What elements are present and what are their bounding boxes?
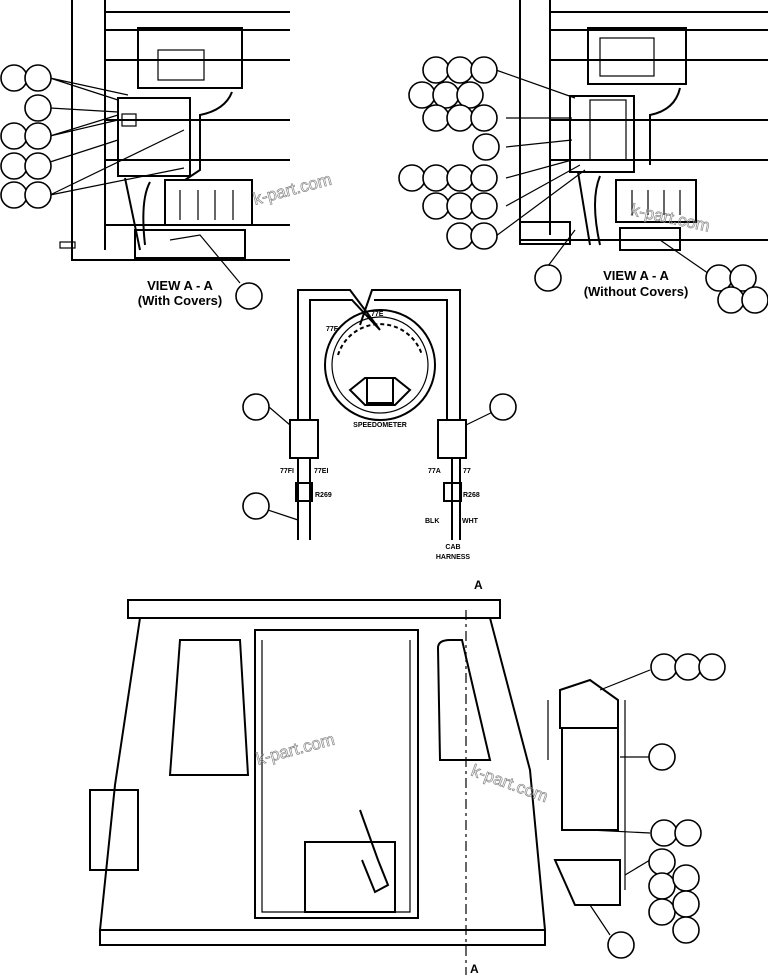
wire-color-wht: WHT — [462, 518, 479, 525]
callout-balloon — [398, 164, 426, 192]
wire-label-77: 77 — [463, 468, 471, 475]
callout-balloon — [470, 222, 498, 250]
view-without-covers-drawing — [519, 0, 768, 251]
callout-balloon — [242, 393, 270, 421]
wire-label-77e: 77E — [371, 311, 384, 318]
callout-balloon — [0, 181, 28, 209]
callout-balloon — [446, 104, 474, 132]
wire-label-77ei: 77EI — [314, 468, 328, 475]
callout-balloon — [456, 81, 484, 109]
callout-balloon — [470, 192, 498, 220]
callout-balloon — [432, 81, 460, 109]
view-without-covers-title: VIEW A - A — [603, 268, 669, 283]
callout-balloon — [672, 890, 700, 918]
callout-balloon — [650, 819, 678, 847]
speedometer-drawing — [289, 289, 467, 540]
callout-balloon — [672, 864, 700, 892]
callout-balloon — [741, 286, 768, 314]
callout-balloon — [607, 931, 635, 959]
callout-balloon — [0, 122, 28, 150]
callout-balloon — [534, 264, 562, 292]
callout-balloon — [422, 164, 450, 192]
callout-balloon — [408, 81, 436, 109]
callout-balloon — [24, 122, 52, 150]
watermark: k-part.com — [629, 200, 711, 235]
callout-balloon — [422, 192, 450, 220]
view-with-covers-subtitle: (With Covers) — [138, 293, 222, 308]
watermark: k-part.com — [254, 730, 336, 769]
view-with-covers-drawing — [59, 0, 290, 261]
callout-balloon — [672, 916, 700, 944]
watermark: k-part.com — [469, 761, 551, 806]
wire-color-blk: BLK — [425, 518, 439, 525]
callout-balloon — [446, 222, 474, 250]
wire-label-77a: 77A — [428, 468, 441, 475]
section-mark-top: A — [474, 578, 483, 592]
callout-balloon — [470, 164, 498, 192]
callout-balloon — [24, 152, 52, 180]
callout-balloon — [24, 64, 52, 92]
harness-label-line2: HARNESS — [436, 554, 471, 561]
callout-balloon — [698, 653, 726, 681]
watermark: k-part.com — [251, 170, 333, 209]
callout-balloons[interactable] — [0, 56, 768, 959]
callout-balloon — [648, 743, 676, 771]
callout-balloon — [242, 492, 270, 520]
callout-balloon — [0, 152, 28, 180]
connector-label-right: R268 — [463, 492, 480, 499]
callout-balloon — [446, 192, 474, 220]
wire-label-77fi: 77FI — [280, 468, 294, 475]
callout-balloon — [422, 56, 450, 84]
callout-balloon — [470, 104, 498, 132]
callout-balloon — [24, 94, 52, 122]
speedometer-label: SPEEDOMETER — [353, 422, 407, 429]
callout-balloon — [717, 286, 745, 314]
callout-balloon — [446, 56, 474, 84]
callout-balloon — [24, 181, 52, 209]
callout-balloon — [650, 653, 678, 681]
callout-balloon — [422, 104, 450, 132]
callout-balloon — [648, 898, 676, 926]
callout-balloon — [674, 653, 702, 681]
harness-label-line1: CAB — [445, 544, 460, 551]
callout-balloon — [235, 282, 263, 310]
section-mark-bottom: A — [470, 962, 479, 975]
callout-balloon — [0, 64, 28, 92]
wire-label-77f: 77F — [326, 326, 339, 333]
cab-drawing — [89, 599, 626, 975]
callout-balloon — [472, 133, 500, 161]
callout-balloon — [674, 819, 702, 847]
callout-balloon — [648, 872, 676, 900]
view-with-covers-title: VIEW A - A — [147, 278, 213, 293]
callout-balloon — [470, 56, 498, 84]
callout-balloon — [446, 164, 474, 192]
callout-balloon — [648, 848, 676, 876]
callout-balloon — [729, 264, 757, 292]
view-without-covers-subtitle: (Without Covers) — [584, 284, 689, 299]
connector-label-left: R269 — [315, 492, 332, 499]
callout-balloon — [489, 393, 517, 421]
